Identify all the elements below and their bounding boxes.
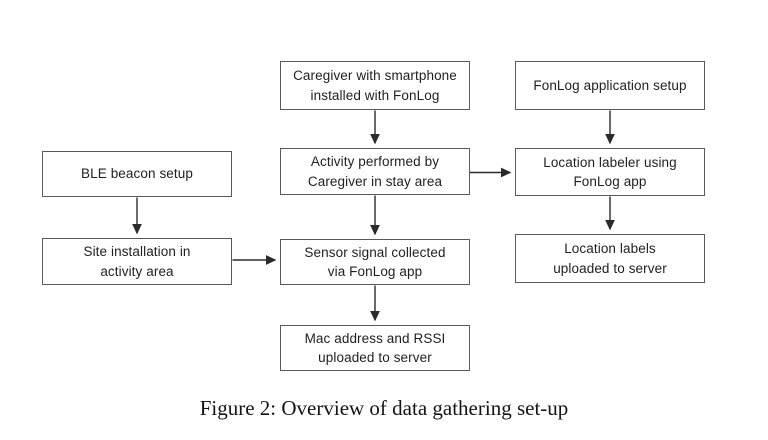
node-mac-address: Mac address and RSSI uploaded to server bbox=[280, 325, 470, 371]
node-ble-beacon-setup: BLE beacon setup bbox=[42, 151, 232, 197]
node-site-installation: Site installation in activity area bbox=[42, 238, 232, 285]
node-caregiver-smartphone-label: Caregiver with smartphone installed with… bbox=[293, 68, 457, 103]
node-activity-performed-label: Activity performed by Caregiver in stay … bbox=[307, 154, 443, 189]
node-caregiver-smartphone: Caregiver with smartphone installed with… bbox=[280, 61, 470, 110]
node-location-labeler-label: Location labeler using FonLog app bbox=[543, 154, 677, 189]
node-location-labels: Location labels uploaded to server bbox=[515, 234, 705, 283]
node-sensor-signal-label: Sensor signal collected via FonLog app bbox=[304, 244, 446, 279]
node-location-labeler: Location labeler using FonLog app bbox=[515, 148, 705, 196]
node-mac-address-label: Mac address and RSSI uploaded to server bbox=[304, 330, 446, 365]
node-fonlog-app-setup: FonLog application setup bbox=[515, 61, 705, 110]
node-location-labels-label: Location labels uploaded to server bbox=[553, 241, 667, 276]
node-activity-performed: Activity performed by Caregiver in stay … bbox=[280, 148, 470, 195]
node-site-installation-label: Site installation in activity area bbox=[83, 244, 191, 279]
node-sensor-signal: Sensor signal collected via FonLog app bbox=[280, 239, 470, 285]
node-fonlog-app-setup-label: FonLog application setup bbox=[533, 77, 687, 93]
figure-caption: Figure 2: Overview of data gathering set… bbox=[199, 396, 569, 420]
node-ble-beacon-setup-label: BLE beacon setup bbox=[81, 166, 193, 182]
